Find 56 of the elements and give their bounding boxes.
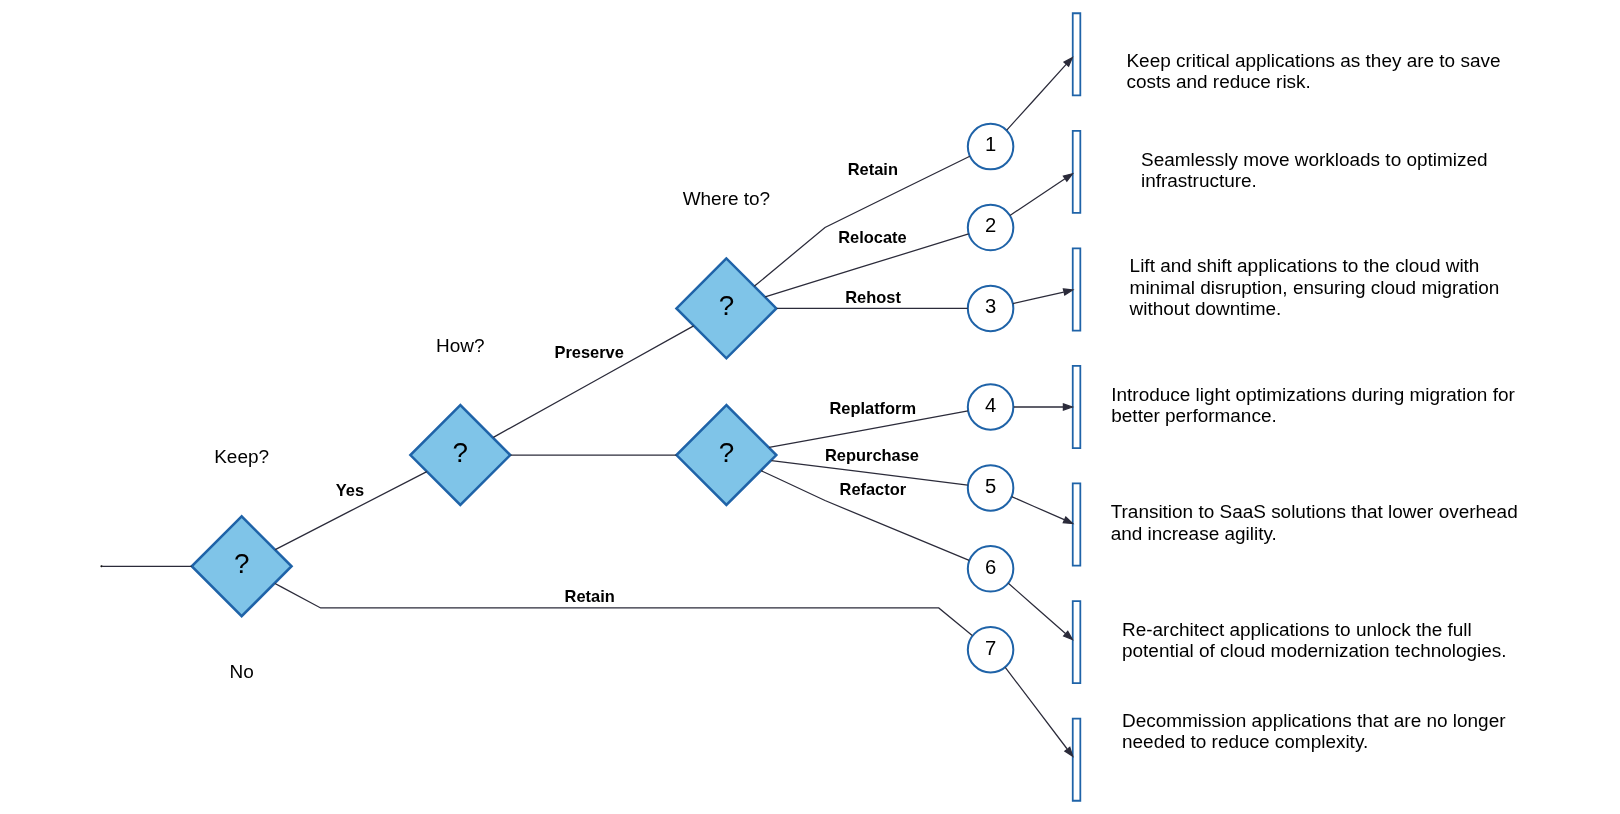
label: No xyxy=(229,661,254,683)
edge-label: Rehost xyxy=(845,287,901,306)
connector xyxy=(776,307,969,310)
node-label: Lift and shift applications to the cloud with minimal disruption, ensuring cloud migration without downtime. xyxy=(1129,255,1500,320)
edge-label: Repurchase xyxy=(824,445,920,464)
node-bar xyxy=(1071,365,1082,449)
arrow xyxy=(1012,288,1075,305)
arrow xyxy=(1013,403,1075,411)
edge-label: Retain xyxy=(564,587,615,606)
connector xyxy=(764,233,970,298)
node-bar xyxy=(1071,600,1082,685)
connector xyxy=(753,155,971,287)
arrow xyxy=(1004,666,1074,758)
node-diamond: ? xyxy=(674,403,779,507)
node-label: Transition to SaaS solutions that lower overhead and increase agility. xyxy=(1110,501,1518,544)
node-label: Seamlessly move workloads to optimized infrastructure. xyxy=(1141,148,1488,192)
label: Where to? xyxy=(682,188,771,210)
edge-label: Retain xyxy=(847,159,898,178)
node-circle: 2 xyxy=(966,203,1015,252)
connector xyxy=(274,582,973,637)
edge-label: Yes xyxy=(335,480,365,499)
node-circle: 6 xyxy=(966,545,1015,593)
connector xyxy=(770,459,969,486)
node-circle: 7 xyxy=(966,625,1015,674)
node-bar xyxy=(1071,247,1082,332)
arrow xyxy=(1007,582,1074,641)
arrow xyxy=(1011,495,1075,525)
node-bar xyxy=(1071,129,1082,214)
node-circle: 3 xyxy=(966,284,1015,333)
connector xyxy=(760,470,970,562)
connector xyxy=(101,565,193,567)
arrow xyxy=(1009,172,1075,217)
edge-label: Relocate xyxy=(838,228,907,247)
node-diamond: ? xyxy=(674,256,779,361)
node-circle: 1 xyxy=(966,122,1015,171)
node-label: Keep critical applications as they are to save costs and reduce risk. xyxy=(1126,49,1501,93)
node-label: Introduce light optimizations during migration for better performance. xyxy=(1111,383,1515,427)
node-bar xyxy=(1071,12,1082,97)
edge-label: Replatform xyxy=(829,398,917,417)
label: How? xyxy=(436,335,485,357)
connector xyxy=(509,454,678,456)
node-circle: 4 xyxy=(966,383,1015,431)
node-diamond: ? xyxy=(408,403,513,507)
node-bar xyxy=(1071,482,1082,567)
node-circle: 5 xyxy=(966,464,1015,512)
node-diamond: ? xyxy=(189,514,294,618)
arrow xyxy=(1006,56,1074,131)
edge-label: Preserve xyxy=(554,343,624,362)
connector xyxy=(274,471,428,551)
node-label: Decommission applications that are no longer needed to reduce complexity. xyxy=(1122,709,1506,753)
connector xyxy=(768,410,969,449)
connector xyxy=(492,325,695,438)
node-bar xyxy=(1071,717,1082,802)
node-label: Re-architect applications to unlock the full potential of cloud modernization technologies. xyxy=(1122,618,1507,662)
edge-label: Refactor xyxy=(839,479,907,498)
label: Keep? xyxy=(214,446,270,468)
